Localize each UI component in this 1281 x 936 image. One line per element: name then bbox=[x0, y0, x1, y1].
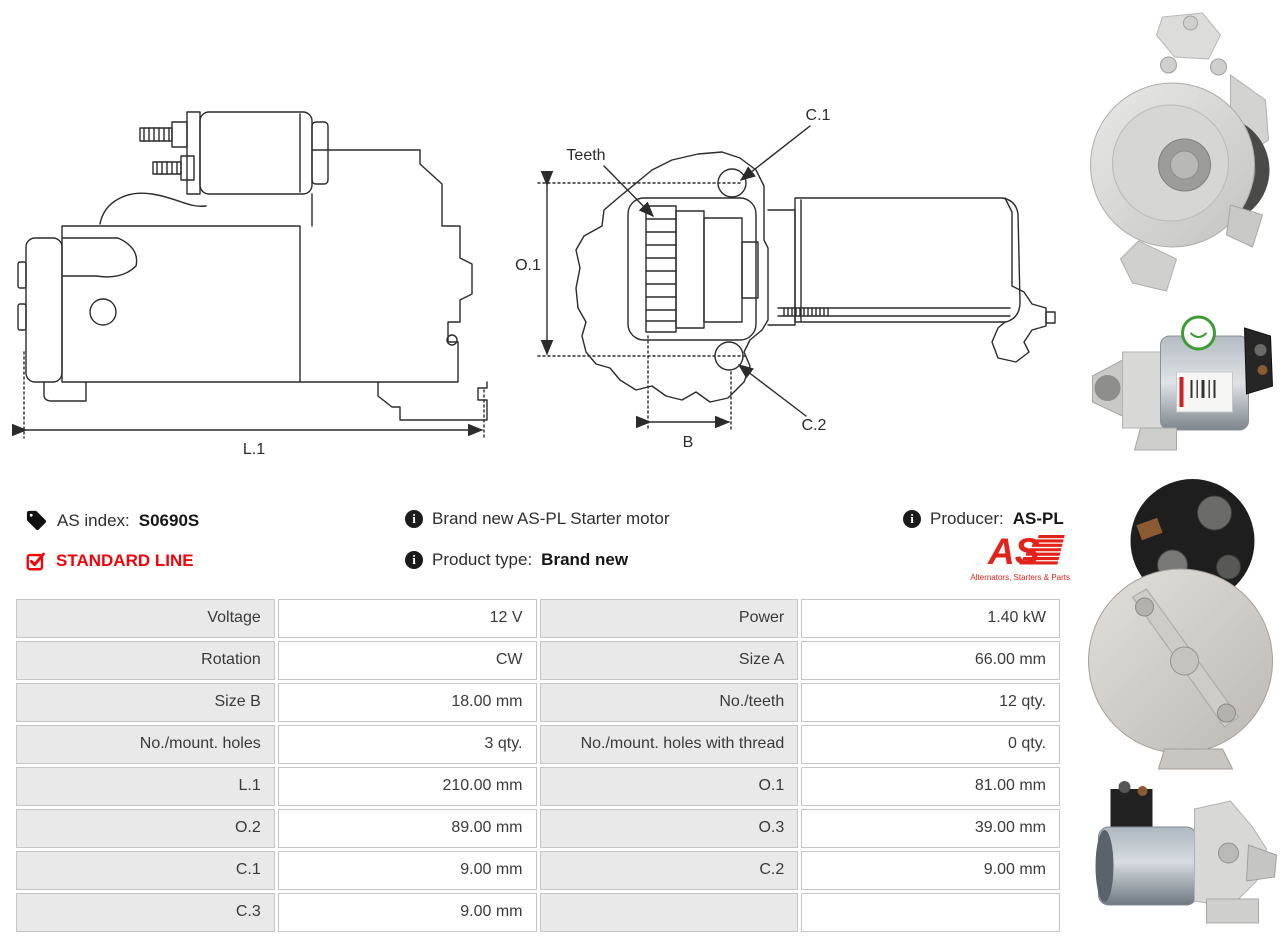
info-icon: i bbox=[405, 510, 423, 528]
spec-value: 9.00 mm bbox=[277, 851, 537, 890]
standard-line-label: STANDARD LINE bbox=[56, 551, 194, 570]
spec-label: No./mount. holes bbox=[16, 725, 275, 764]
brand-new-text: Brand new AS-PL Starter motor bbox=[432, 509, 670, 528]
spec-value: 3 qty. bbox=[277, 725, 537, 764]
spec-value bbox=[801, 893, 1060, 932]
table-row: O.2 89.00 mm O.3 39.00 mm bbox=[16, 809, 1060, 848]
product-photo-side-view[interactable] bbox=[1080, 300, 1281, 465]
standard-line-row: STANDARD LINE bbox=[25, 550, 194, 572]
product-photo-rear-view[interactable] bbox=[1080, 465, 1281, 775]
as-index-value: S0690S bbox=[138, 510, 200, 530]
spec-value: 9.00 mm bbox=[801, 851, 1060, 890]
dimension-label-l1: L.1 bbox=[243, 441, 265, 458]
producer-label: Producer: bbox=[930, 509, 1004, 528]
producer-value: AS-PL bbox=[1012, 509, 1064, 528]
spec-value: 66.00 mm bbox=[801, 641, 1060, 680]
spec-value: 18.00 mm bbox=[277, 683, 537, 722]
spec-value: 89.00 mm bbox=[277, 809, 537, 848]
spec-label: Voltage bbox=[16, 599, 275, 638]
dimension-label-c1: C.1 bbox=[806, 107, 831, 124]
spec-value: 39.00 mm bbox=[801, 809, 1060, 848]
brand-new-row: i Brand new AS-PL Starter motor bbox=[405, 509, 669, 529]
producer-row: i Producer: AS-PL bbox=[903, 509, 1064, 529]
spec-value: 1.40 kW bbox=[801, 599, 1060, 638]
spec-label: O.2 bbox=[16, 809, 275, 848]
as-index-row: AS index: S0690S bbox=[25, 509, 199, 532]
spec-label: L.1 bbox=[16, 767, 275, 806]
spec-table: Voltage 12 V Power 1.40 kW Rotation CW S… bbox=[13, 596, 1063, 935]
spec-value: CW bbox=[277, 641, 537, 680]
spec-value: 12 qty. bbox=[801, 683, 1060, 722]
product-type-label: Product type: bbox=[432, 550, 533, 569]
spec-value: 12 V bbox=[277, 599, 537, 638]
spec-value: 210.00 mm bbox=[277, 767, 537, 806]
product-photo-side-view-2[interactable] bbox=[1080, 775, 1281, 935]
info-icon: i bbox=[405, 551, 423, 569]
checkbox-checked-icon bbox=[25, 550, 47, 572]
table-row: No./mount. holes 3 qty. No./mount. holes… bbox=[16, 725, 1060, 764]
spec-label: Size A bbox=[539, 641, 799, 680]
spec-label: O.1 bbox=[539, 767, 799, 806]
spec-label: No./mount. holes with thread bbox=[539, 725, 799, 764]
spec-label: Power bbox=[539, 599, 799, 638]
dimension-label-c2: C.2 bbox=[802, 417, 827, 434]
table-row: Voltage 12 V Power 1.40 kW bbox=[16, 599, 1060, 638]
spec-label: No./teeth bbox=[539, 683, 799, 722]
as-pl-logo-text: AS bbox=[987, 531, 1040, 572]
spec-label: Rotation bbox=[16, 641, 275, 680]
dimension-label-o1: O.1 bbox=[515, 257, 541, 274]
technical-drawing-front-view: O.1 B Teeth C.1 C.2 bbox=[500, 90, 1070, 460]
spec-label bbox=[539, 893, 799, 932]
as-pl-logo-tagline: Alternators, Starters & Parts bbox=[970, 573, 1070, 582]
spec-value: 81.00 mm bbox=[801, 767, 1060, 806]
spec-label: C.2 bbox=[539, 851, 799, 890]
tag-icon bbox=[25, 509, 48, 532]
as-index-label: AS index: bbox=[57, 510, 130, 530]
table-row: Rotation CW Size A 66.00 mm bbox=[16, 641, 1060, 680]
table-row: C.1 9.00 mm C.2 9.00 mm bbox=[16, 851, 1060, 890]
product-photo-front-view[interactable] bbox=[1080, 5, 1281, 300]
product-type-row: i Product type: Brand new bbox=[405, 550, 628, 570]
spec-value: 0 qty. bbox=[801, 725, 1060, 764]
spec-label: O.3 bbox=[539, 809, 799, 848]
table-row: C.3 9.00 mm bbox=[16, 893, 1060, 932]
technical-drawing-side-view: L.1 bbox=[0, 90, 500, 460]
table-row: L.1 210.00 mm O.1 81.00 mm bbox=[16, 767, 1060, 806]
spec-label: Size B bbox=[16, 683, 275, 722]
info-icon: i bbox=[903, 510, 921, 528]
spec-label: C.1 bbox=[16, 851, 275, 890]
as-pl-logo: AS Alternators, Starters & Parts bbox=[962, 530, 1072, 586]
product-type-value: Brand new bbox=[541, 550, 629, 569]
dimension-label-b: B bbox=[683, 434, 694, 451]
table-row: Size B 18.00 mm No./teeth 12 qty. bbox=[16, 683, 1060, 722]
dimension-label-teeth: Teeth bbox=[566, 147, 605, 164]
spec-value: 9.00 mm bbox=[277, 893, 537, 932]
spec-label: C.3 bbox=[16, 893, 275, 932]
